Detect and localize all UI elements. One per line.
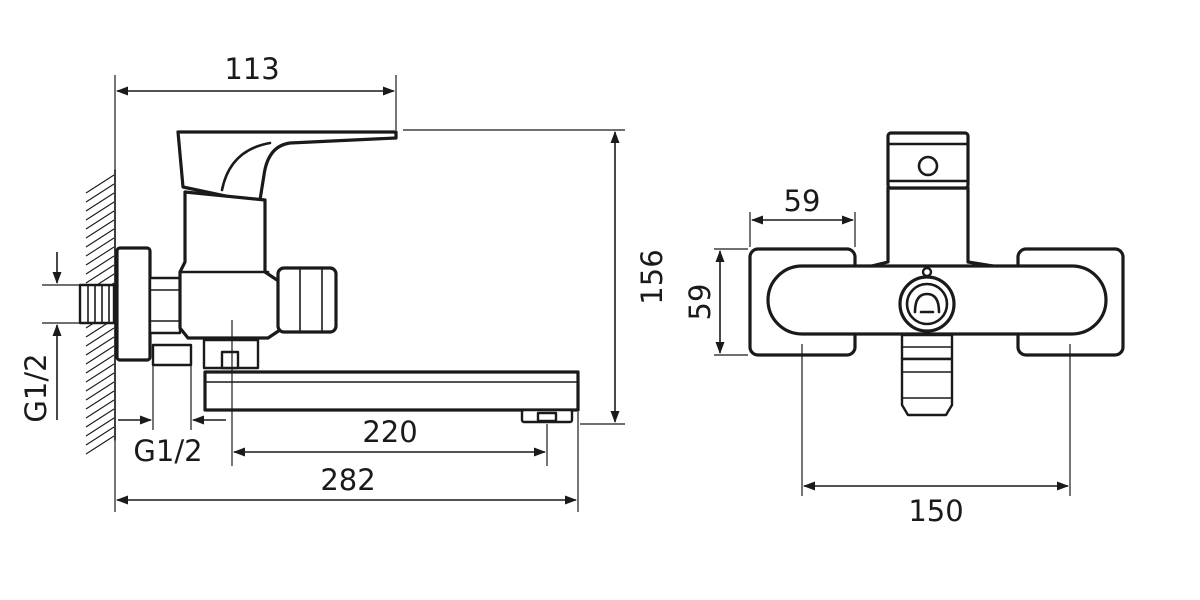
hatch-stroke bbox=[85, 255, 115, 275]
front-outlet-body bbox=[900, 357, 954, 417]
dim-label-220: 220 bbox=[362, 415, 417, 449]
handle-inner-curve bbox=[220, 141, 272, 192]
hatch-stroke bbox=[85, 345, 115, 365]
hatch-stroke bbox=[85, 210, 115, 230]
dim-label-150: 150 bbox=[908, 494, 963, 528]
hatch-stroke bbox=[85, 201, 115, 221]
hatch-stroke bbox=[85, 417, 115, 437]
dim-label-282: 282 bbox=[320, 463, 375, 497]
dim-label-g12-left: G1/2 bbox=[19, 353, 53, 422]
hatch-stroke bbox=[85, 372, 115, 392]
hatch-stroke bbox=[85, 363, 115, 383]
spout bbox=[203, 370, 580, 412]
eccentric-nut bbox=[151, 343, 193, 367]
front-handle-hole bbox=[917, 155, 939, 177]
hatch-stroke bbox=[85, 354, 115, 374]
dim-label-156: 156 bbox=[635, 249, 669, 304]
dim-label-59-depth: 59 bbox=[683, 284, 717, 321]
wall-escutcheon bbox=[115, 246, 152, 362]
dim-label-113: 113 bbox=[224, 52, 279, 86]
dim-label-g12-bottom: G1/2 bbox=[133, 434, 202, 468]
eccentric-connector bbox=[148, 276, 182, 335]
hatch-stroke bbox=[85, 426, 115, 446]
hatch-stroke bbox=[85, 435, 115, 455]
front-handle-cap bbox=[886, 131, 970, 190]
hatch-stroke bbox=[85, 228, 115, 248]
hatch-stroke bbox=[85, 381, 115, 401]
hatch-stroke bbox=[85, 399, 115, 419]
hatch-stroke bbox=[85, 336, 115, 356]
diverter-knob bbox=[276, 266, 338, 334]
hatch-stroke bbox=[85, 408, 115, 428]
hatch-stroke bbox=[85, 246, 115, 266]
hatch-stroke bbox=[85, 219, 115, 239]
hatch-stroke bbox=[85, 327, 115, 347]
mixer-body bbox=[178, 190, 282, 340]
hatch-stroke bbox=[85, 192, 115, 212]
front-view: 59 59 150 bbox=[683, 131, 1125, 528]
hatch-stroke bbox=[85, 237, 115, 257]
hatch-stroke bbox=[85, 390, 115, 410]
dim-label-59-width: 59 bbox=[784, 184, 821, 218]
side-view: 113 156 220 282 G1/2 G1/2 bbox=[19, 52, 669, 512]
hatch-stroke bbox=[85, 264, 115, 284]
handle-lever bbox=[176, 130, 398, 202]
hatch-stroke bbox=[85, 174, 115, 194]
hatch-stroke bbox=[85, 183, 115, 203]
diverter-icon bbox=[913, 292, 941, 314]
